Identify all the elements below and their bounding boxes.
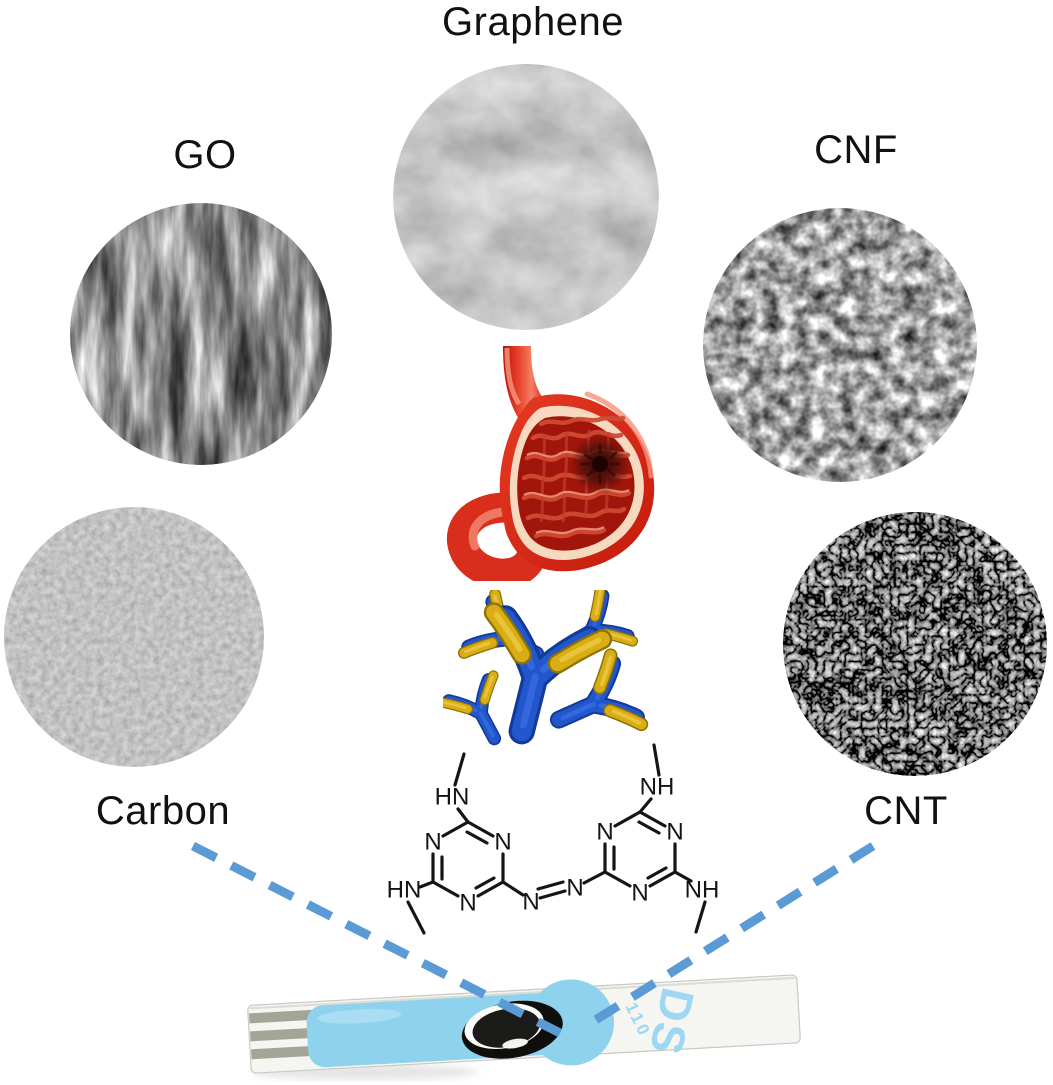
label-graphene: Graphene <box>442 0 624 44</box>
graphene-sem-image <box>393 64 659 330</box>
atom-label: N <box>566 875 583 902</box>
cnt-sem-image <box>783 512 1047 776</box>
cnf-sem-image <box>703 208 977 482</box>
atom-label: N <box>666 819 683 846</box>
atom-label: NH <box>685 877 720 904</box>
antibody-illustration <box>443 590 665 750</box>
atom-label: N <box>494 829 511 856</box>
go-sem-image <box>70 203 332 465</box>
antibody <box>443 676 520 750</box>
label-carbon: Carbon <box>95 789 231 833</box>
atom-label: N <box>459 890 476 917</box>
label-cnt: CNT <box>864 789 948 833</box>
blue-cover-layer <box>306 979 614 1068</box>
atom-label: N <box>631 880 648 907</box>
duodenum <box>446 492 545 581</box>
atom-label: NH <box>640 774 675 801</box>
atom-label: HN <box>387 877 422 904</box>
carbon-sem-image <box>4 507 264 767</box>
atom-label: N <box>424 829 441 856</box>
label-go: GO <box>173 133 237 177</box>
atom-label: HN <box>435 784 470 811</box>
atom-label: N <box>522 889 539 916</box>
stomach-illustration <box>446 346 655 581</box>
atom-label: N <box>596 819 613 846</box>
label-cnf: CNF <box>814 128 898 172</box>
